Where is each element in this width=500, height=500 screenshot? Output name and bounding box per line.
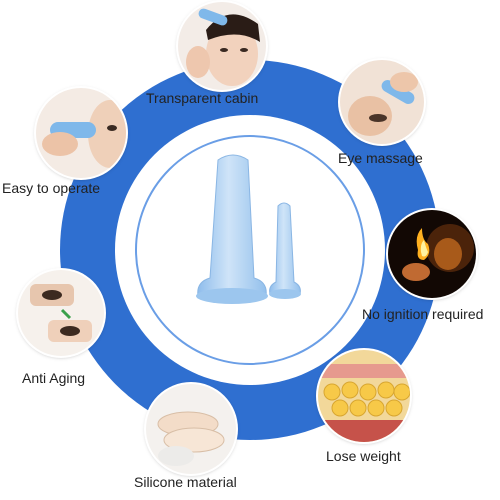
feature-thumb-transparent-cabin	[178, 2, 266, 90]
feature-thumb-eye-massage	[340, 60, 424, 144]
feature-label-anti-aging: Anti Aging	[22, 370, 86, 386]
feature-thumb-easy-to-operate	[36, 88, 126, 178]
silicone-cups-icon	[196, 154, 301, 304]
feature-label-eye-massage: Eye massage	[338, 150, 423, 166]
fat-tissue-icon	[318, 350, 410, 442]
feature-label-transparent-cabin: Transparent cabin	[146, 90, 259, 106]
hand-cup-icon	[36, 88, 126, 178]
eye-cup-icon	[340, 60, 424, 144]
feature-thumb-anti-aging	[18, 270, 104, 356]
inner-ring-line	[135, 135, 365, 365]
feature-label-silicone-material: Silicone material	[134, 474, 237, 490]
feature-label-no-ignition: No ignition required	[362, 306, 484, 322]
feature-label-lose-weight: Lose weight	[326, 448, 401, 464]
face-cup-icon	[178, 2, 266, 90]
silicone-sheet-icon	[146, 384, 236, 474]
flame-icon	[388, 210, 476, 298]
feature-thumb-silicone-material	[146, 384, 236, 474]
eye-wrinkle-icon	[18, 270, 104, 356]
feature-label-easy-to-operate: Easy to operate	[2, 180, 101, 196]
feature-thumb-no-ignition	[388, 210, 476, 298]
feature-thumb-lose-weight	[318, 350, 410, 442]
